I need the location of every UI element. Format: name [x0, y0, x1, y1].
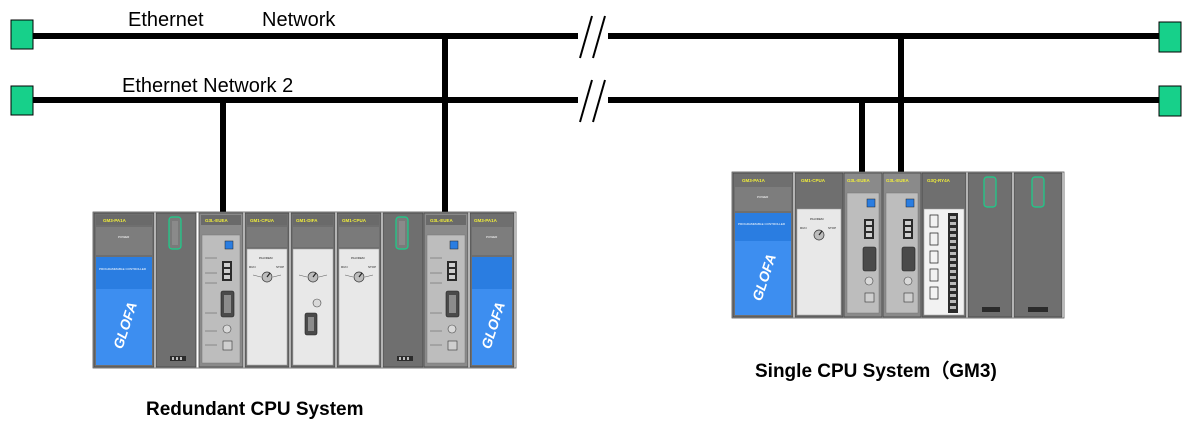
terminal-left-2 — [10, 85, 34, 116]
redundant-cpu-rack: GM3-PA1A POWER PROGRAMMABLE CONTROLLER G… — [92, 211, 517, 369]
svg-text:PAU/REM: PAU/REM — [351, 256, 365, 260]
svg-text:RUN: RUN — [249, 265, 256, 269]
svg-text:GM3-PA1A: GM3-PA1A — [103, 218, 127, 223]
single-system-label: Single CPU System（GM3) — [755, 359, 997, 382]
svg-text:STOP: STOP — [368, 265, 376, 269]
ethernet-module-1: G3L-EUEA — [198, 212, 244, 368]
power-module-right: GM3-PA1A POWER GLOFA — [469, 212, 515, 368]
svg-text:STOP: STOP — [828, 226, 836, 230]
power-module-single: GM3-PA1A POWER PROGRAMMABLE CONTROLLER G… — [732, 172, 794, 318]
svg-text:G3L-EUEA: G3L-EUEA — [205, 218, 229, 223]
slot-module-1 — [155, 212, 197, 368]
svg-text:GM1-DIFA: GM1-DIFA — [296, 218, 318, 223]
io-module: G3Q-RY4A — [921, 172, 967, 318]
cpu-module-single: GM1-CPUA PAU/REM RUN STOP — [794, 172, 844, 318]
cpu-module-2: GM1-CPUA PAU/REM RUN STOP — [336, 212, 382, 368]
duplex-module: GM1-DIFA — [290, 212, 336, 368]
svg-text:POWER: POWER — [757, 195, 769, 199]
cpu-module-1: GM1-CPUA PAU/REM RUN STOP — [244, 212, 290, 368]
svg-text:GM3-PA1A: GM3-PA1A — [742, 178, 766, 183]
ethernet-module-single-1: G3L-EUEA — [843, 172, 883, 318]
single-cpu-rack: GM3-PA1A POWER PROGRAMMABLE CONTROLLER G… — [731, 171, 1065, 319]
terminal-right-1 — [1158, 21, 1182, 53]
ethernet-module-single-2: G3L-EUEA — [882, 172, 922, 318]
svg-text:G3L-EUEA: G3L-EUEA — [430, 218, 454, 223]
svg-text:GM3-PA1A: GM3-PA1A — [474, 218, 498, 223]
network-1-label-part2: Network — [262, 9, 336, 31]
svg-text:RUN: RUN — [341, 265, 348, 269]
svg-text:G3Q-RY4A: G3Q-RY4A — [927, 178, 951, 183]
slot-module-single-1 — [967, 172, 1013, 318]
svg-text:GM1-CPUA: GM1-CPUA — [801, 178, 826, 183]
svg-text:G3L-EUEA: G3L-EUEA — [886, 178, 910, 183]
network-1-label-part1: Ethernet — [128, 9, 204, 31]
ethernet-network-1 — [10, 15, 1182, 59]
svg-text:PROGRAMMABLE CONTROLLER: PROGRAMMABLE CONTROLLER — [738, 222, 786, 226]
svg-text:PAU/REM: PAU/REM — [810, 217, 824, 221]
svg-text:STOP: STOP — [276, 265, 284, 269]
terminal-left-1 — [10, 19, 34, 50]
drop-lines — [220, 36, 904, 212]
svg-text:POWER: POWER — [118, 235, 130, 239]
network-2-label: Ethernet Network 2 — [122, 75, 293, 97]
slot-module-single-2 — [1013, 172, 1063, 318]
redundant-system-label: Redundant CPU System — [146, 399, 363, 420]
svg-text:RUN: RUN — [800, 226, 807, 230]
svg-text:GM1-CPUA: GM1-CPUA — [250, 218, 275, 223]
ethernet-module-2: G3L-EUEA — [423, 212, 469, 368]
terminal-right-2 — [1158, 85, 1182, 117]
slot-module-2 — [382, 212, 424, 368]
svg-text:POWER: POWER — [486, 235, 498, 239]
svg-text:G3L-EUEA: G3L-EUEA — [847, 178, 871, 183]
svg-text:GM1-CPUA: GM1-CPUA — [342, 218, 367, 223]
svg-text:PROGRAMMABLE CONTROLLER: PROGRAMMABLE CONTROLLER — [99, 267, 147, 271]
power-module-left: GM3-PA1A POWER PROGRAMMABLE CONTROLLER G… — [93, 212, 155, 368]
ethernet-network-2 — [10, 79, 1182, 123]
svg-text:PAU/REM: PAU/REM — [259, 256, 273, 260]
